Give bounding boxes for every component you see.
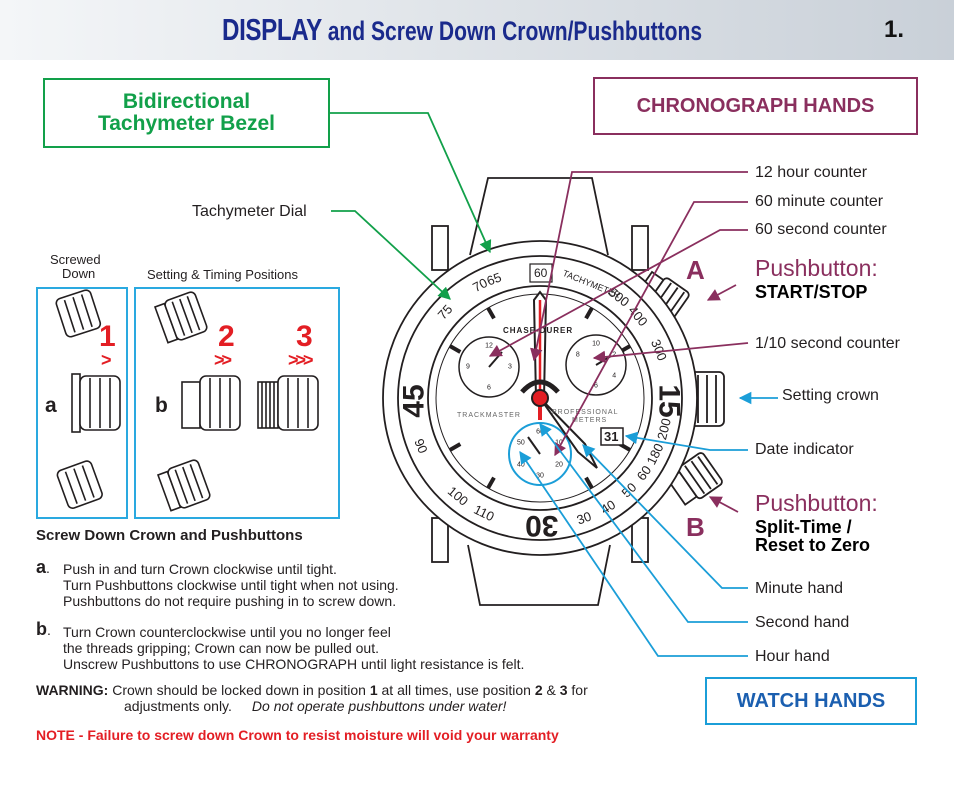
chronograph-hands-box: CHRONOGRAPH HANDS <box>593 77 918 135</box>
setting-positions-panel <box>134 287 340 519</box>
trackmaster-print: TRACKMASTER <box>457 412 521 419</box>
pushbutton-b-function-2: Reset to Zero <box>755 535 871 555</box>
bezel-60-value: 60 <box>534 266 548 280</box>
subdial-tenth-number: 2 <box>612 351 617 358</box>
subdial-60-number: 20 <box>555 461 563 469</box>
date-indicator-label: Date indicator <box>755 441 854 458</box>
crown-icon-position-3 <box>257 375 319 431</box>
subdial-12-number: 3 <box>508 363 512 371</box>
subdial-tenth-number: 8 <box>575 351 580 358</box>
screwed-label-2: Down <box>62 266 96 281</box>
screwed-label-1: Screwed <box>50 252 101 267</box>
position-2-number: 2 <box>218 320 235 353</box>
hour12-label: 12 hour counter <box>755 164 868 181</box>
subdial-tenth-number: 6 <box>594 382 598 390</box>
subdial-60-number: 60 <box>536 428 544 436</box>
position-1-chevron: > <box>101 350 112 370</box>
page-number: 1. <box>884 16 905 43</box>
bezel-callout-line1: Bidirectional <box>122 90 251 113</box>
instruction-b-text: Turn Crown counterclockwise until you no… <box>63 624 525 672</box>
subdial-60-number: 50 <box>517 439 525 447</box>
center-cap <box>531 389 549 407</box>
lug-bottom-left <box>431 517 449 563</box>
lug-top-left <box>431 225 449 271</box>
position-2-chevron: >> <box>214 350 232 370</box>
brand-print: CHASE-DURER <box>503 326 574 335</box>
watch-hands-box: WATCH HANDS <box>705 677 917 725</box>
panel-a-letter: a <box>45 394 57 417</box>
instructions-heading: Screw Down Crown and Pushbuttons <box>36 527 303 544</box>
pushbutton-bottom-icon-a <box>56 460 103 509</box>
subdial-12-number: 9 <box>466 363 470 371</box>
instruction-a-text: Push in and turn Crown clockwise until t… <box>63 561 399 609</box>
pushbutton-top-icon-b <box>153 291 208 344</box>
hour-hand-label: Hour hand <box>755 648 830 665</box>
date-value: 31 <box>604 429 619 444</box>
header-banner <box>0 0 954 60</box>
setting-timing-label: Setting & Timing Positions <box>147 267 299 282</box>
screwed-down-panel <box>36 287 128 519</box>
page-title: DISPLAY and Screw Down Crown/Pushbuttons <box>222 12 703 47</box>
panel-b-letter: b <box>155 394 168 417</box>
bezel-45: 45 <box>397 384 431 418</box>
pushbutton-b-letter: B <box>686 512 705 542</box>
lug-bottom-right <box>631 517 649 563</box>
crown-icon-a <box>71 373 121 433</box>
subdial-60-number: 40 <box>517 461 525 469</box>
subdial-60-number: 10 <box>555 439 563 447</box>
subdial-12-number: 6 <box>487 384 491 392</box>
hour-marker <box>448 442 462 452</box>
hour-marker <box>486 476 496 490</box>
lug-top-right <box>631 225 649 271</box>
subdial-tenth-number: 10 <box>592 340 600 348</box>
pushbutton-a-title: Pushbutton: <box>755 255 878 281</box>
bezel-30: 30 <box>525 509 559 542</box>
professional-print: PROFESSIONAL <box>552 409 619 416</box>
crown-icon-position-2 <box>181 375 241 431</box>
sec60-label: 60 second counter <box>755 221 887 238</box>
bezel-15: 15 <box>652 384 686 418</box>
bezel-callout-line2: Tachymeter Bezel <box>97 112 276 135</box>
warning-text: WARNING: Crown should be locked down in … <box>36 682 588 698</box>
pushbutton-b-title: Pushbutton: <box>755 490 878 516</box>
warning-line-2: adjustments only.Do not operate pushbutt… <box>124 698 507 714</box>
pushbutton-b-function-1: Split-Time / <box>755 517 852 537</box>
meters-print: METERS <box>572 417 608 424</box>
warranty-note: NOTE - Failure to screw down Crown to re… <box>36 727 559 743</box>
second-hand-label: Second hand <box>755 614 850 631</box>
tachymeter-dial-label: Tachymeter Dial <box>192 203 307 220</box>
instruction-a-letter: a. <box>36 557 50 577</box>
tenth-second-label: 1/10 second counter <box>755 335 900 352</box>
position-3-chevron: >>> <box>288 350 313 370</box>
setting-crown-label: Setting crown <box>782 387 879 404</box>
pushbutton-top-icon-a <box>55 289 102 338</box>
pushbutton-a-function: START/STOP <box>755 282 868 302</box>
subdial-60-number: 30 <box>536 472 544 480</box>
position-1-number: 1 <box>99 320 116 353</box>
min60-label: 60 minute counter <box>755 193 884 210</box>
position-3-number: 3 <box>296 320 313 353</box>
minute-hand-label: Minute hand <box>755 580 844 597</box>
pushbutton-bottom-icon-b <box>156 459 211 512</box>
pushbutton-a-letter: A <box>686 255 705 285</box>
hour-marker <box>448 344 462 354</box>
instruction-b-letter: b. <box>36 619 51 639</box>
subdial-12-number: 12 <box>485 342 493 350</box>
subdial-tenth-number: 4 <box>612 372 617 379</box>
subdial-60-minute-hand <box>527 436 541 455</box>
